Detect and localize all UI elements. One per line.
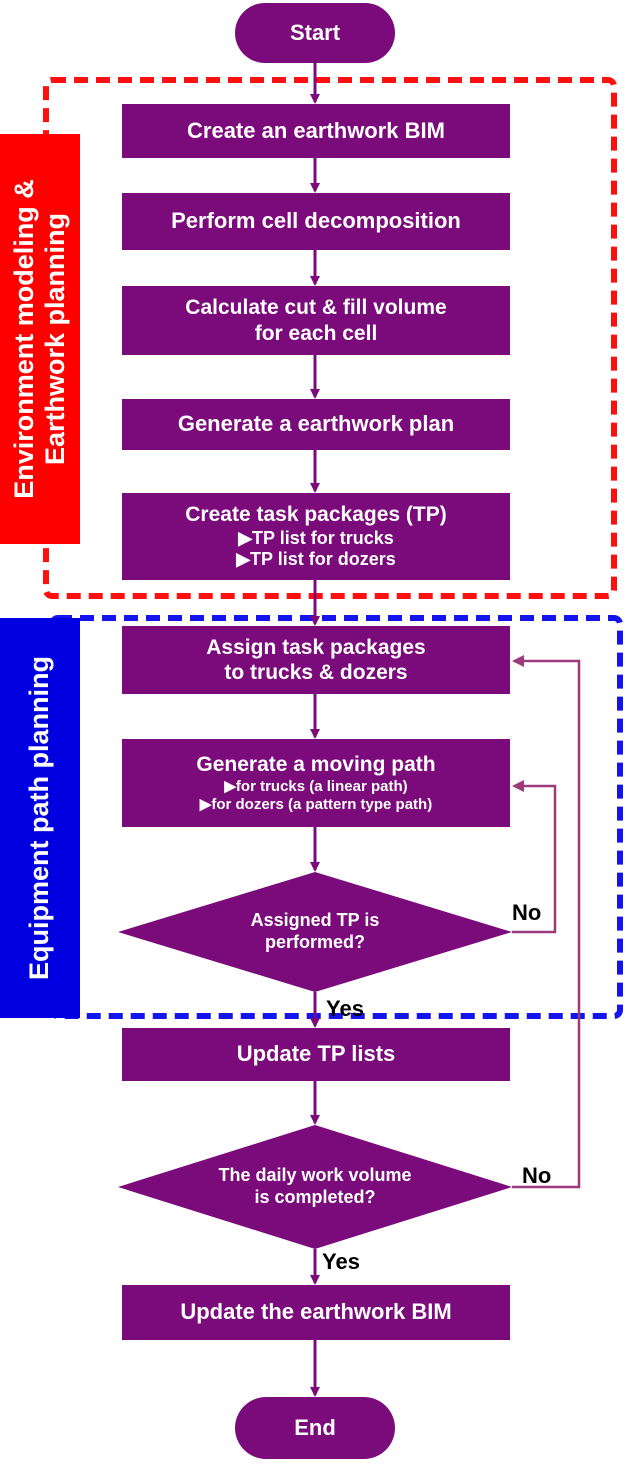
decision-assigned-tp-label: Assigned TP is performed? bbox=[180, 897, 450, 967]
create-task-packages-label: Create task packages (TP) ▶TP list for t… bbox=[122, 493, 510, 580]
start-terminal bbox=[235, 3, 395, 63]
tp-list-trucks: ▶TP list for trucks bbox=[238, 527, 394, 548]
create-task-packages-box bbox=[122, 493, 510, 580]
end-terminal bbox=[235, 1397, 395, 1459]
group-label-environment-modeling: Environment modeling & Earthwork plannin… bbox=[0, 134, 80, 544]
group-label-environment-line2: Earthwork planning bbox=[40, 212, 70, 466]
decision-assigned-tp-diamond bbox=[118, 872, 512, 992]
start-label: Start bbox=[289, 19, 341, 45]
decision-daily-volume-diamond bbox=[118, 1125, 512, 1249]
tp-list-dozers: ▶TP list for dozers bbox=[236, 549, 396, 570]
generate-moving-path-label: Generate a moving path ▶for trucks (a li… bbox=[122, 739, 510, 827]
generate-moving-path-line1: Generate a moving path bbox=[196, 753, 436, 777]
create-bim-box bbox=[122, 104, 510, 158]
loop-arrow-decision2-no bbox=[512, 655, 581, 1189]
update-earthwork-bim-box bbox=[122, 1285, 510, 1340]
group-label-equipment-path-planning: Equipment path planning bbox=[0, 618, 80, 1018]
update-earthwork-bim-label: Update the earthwork BIM bbox=[180, 1299, 452, 1325]
calculate-volume-box bbox=[122, 286, 510, 355]
generate-plan-label: Generate a earthwork plan bbox=[177, 411, 455, 437]
create-task-packages-line1: Create task packages (TP) bbox=[185, 503, 447, 527]
moving-path-trucks: ▶for trucks (a linear path) bbox=[224, 777, 408, 795]
update-tp-lists-box bbox=[122, 1028, 510, 1081]
update-tp-lists-label: Update TP lists bbox=[236, 1041, 396, 1067]
cell-decomposition-box bbox=[122, 193, 510, 250]
edge-label-decision1-no: No bbox=[512, 900, 542, 925]
assign-task-packages-label: Assign task packages to trucks & dozers bbox=[122, 626, 510, 694]
end-label: End bbox=[294, 1414, 336, 1440]
calculate-volume-line1: Calculate cut & fill volume bbox=[185, 296, 447, 320]
edge-label-decision2-yes: Yes bbox=[322, 1249, 360, 1274]
generate-plan-box bbox=[122, 399, 510, 450]
calculate-volume-line2: for each cell bbox=[254, 321, 378, 345]
assign-task-packages-line2: to trucks & dozers bbox=[224, 661, 408, 684]
decision-daily-volume-line1: The daily work volume bbox=[218, 1165, 412, 1186]
decision-assigned-tp-line1: Assigned TP is bbox=[250, 910, 380, 931]
generate-moving-path-box bbox=[122, 739, 510, 827]
group-label-environment-line1: Environment modeling & bbox=[8, 179, 39, 499]
loop-arrow-decision1-no bbox=[512, 780, 557, 934]
decision-daily-volume-label: The daily work volume is completed? bbox=[170, 1152, 460, 1222]
create-bim-label: Create an earthwork BIM bbox=[187, 117, 445, 143]
cell-decomposition-label: Perform cell decomposition bbox=[171, 208, 461, 234]
decision-daily-volume-line2: is completed? bbox=[254, 1187, 376, 1207]
edge-label-decision2-no: No bbox=[522, 1163, 552, 1188]
assign-task-packages-box bbox=[122, 626, 510, 694]
moving-path-dozers: ▶for dozers (a pattern type path) bbox=[199, 795, 433, 813]
assign-task-packages-line1: Assign task packages bbox=[206, 635, 426, 659]
group-label-bg-environment bbox=[0, 134, 80, 544]
group-label-equipment-text: Equipment path planning bbox=[24, 656, 55, 980]
group-label-bg-equipment bbox=[0, 618, 80, 1018]
edge-label-decision1-yes: Yes bbox=[326, 996, 364, 1021]
calculate-volume-label: Calculate cut & fill volume for each cel… bbox=[122, 286, 510, 355]
decision-assigned-tp-line2: performed? bbox=[264, 932, 365, 952]
